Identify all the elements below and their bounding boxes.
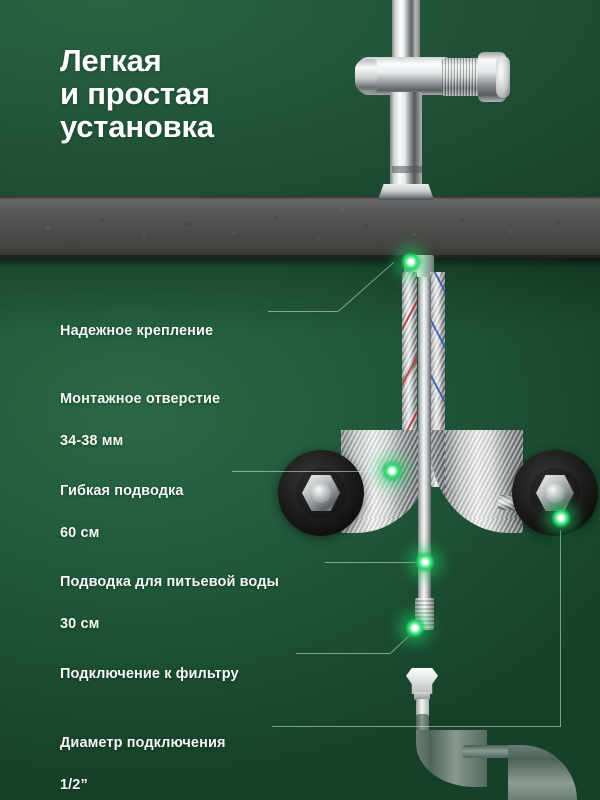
callout-diameter: Диаметр подключения 1/2” <box>60 712 226 800</box>
countertop-bottom-edge <box>0 255 600 258</box>
leader-line-diameter-v <box>560 530 561 726</box>
filter-connector-neck <box>416 699 429 717</box>
callout-mount-title: Надежное крепление <box>60 323 214 339</box>
marker-dot-filter[interactable] <box>404 617 426 639</box>
wall-valve-left <box>278 450 364 536</box>
leader-line-drink-hose <box>325 562 421 563</box>
countertop-face <box>0 196 600 258</box>
valve-hub-right <box>545 483 565 503</box>
cold-hose-vertical <box>430 272 445 487</box>
headline-line-3: установка <box>60 109 214 144</box>
callout-mount: Надежное крепление <box>60 300 213 363</box>
callout-hole: Монтажное отверстие 34-38 мм <box>60 368 220 473</box>
leader-line-diameter-h <box>272 726 561 727</box>
marker-dot-mount[interactable] <box>400 251 422 273</box>
valve-hub-left <box>311 483 331 503</box>
callout-hole-value: 34-38 мм <box>60 433 124 449</box>
callout-hole-title: Монтажное отверстие <box>60 391 221 407</box>
marker-dot-drink-hose[interactable] <box>414 551 436 573</box>
callout-drink-hose-title: Подводка для питьевой воды <box>60 574 279 590</box>
callout-diameter-title: Диаметр подключения <box>60 735 226 751</box>
countertop-slab <box>0 196 600 268</box>
callout-filter: Подключение к фильтру <box>60 643 239 706</box>
filter-connector-collar <box>414 692 430 700</box>
callout-drink-hose: Подводка для питьевой воды 30 см <box>60 551 279 656</box>
marker-dot-diameter[interactable] <box>550 507 572 529</box>
drinking-water-line <box>418 277 431 622</box>
faucet-lower-body <box>390 92 422 188</box>
filter-tube-middle <box>462 745 518 758</box>
callout-flex-hose: Гибкая подводка 60 см <box>60 460 184 565</box>
faucet-brand-mark <box>392 166 422 173</box>
cold-hose-blue-stripe <box>430 272 445 487</box>
page-title: Легкая и простая установка <box>60 44 350 143</box>
callout-filter-title: Подключение к фильтру <box>60 666 239 682</box>
faucet-arm-end-cap <box>355 59 377 93</box>
faucet <box>330 0 560 200</box>
headline-line-2: и простая <box>60 76 210 111</box>
countertop-shadow <box>0 258 600 268</box>
callout-drink-hose-value: 30 см <box>60 616 100 632</box>
callout-flex-hose-title: Гибкая подводка <box>60 483 184 499</box>
callout-flex-hose-value: 60 см <box>60 525 100 541</box>
leader-line-mount-h <box>268 311 338 312</box>
leader-line-filter-h <box>296 653 390 654</box>
marker-dot-flex-hose[interactable] <box>381 460 403 482</box>
headline-line-1: Легкая <box>60 43 162 78</box>
countertop-texture <box>0 196 600 258</box>
countertop-top-edge <box>0 196 600 200</box>
leader-line-flex-hose <box>232 471 387 472</box>
callout-diameter-value: 1/2” <box>60 777 88 793</box>
faucet-knurled-grip <box>442 58 482 96</box>
faucet-handle-face <box>496 56 510 98</box>
faucet-base-flange <box>378 184 434 200</box>
